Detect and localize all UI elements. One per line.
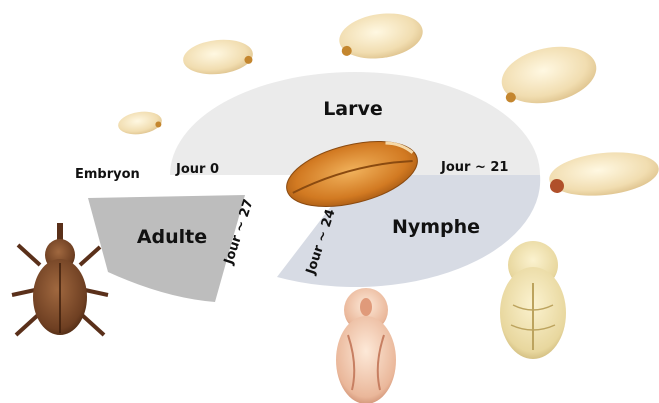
day-21-label: Jour ~ 21 bbox=[440, 160, 508, 175]
nymphe-label: Nymphe bbox=[392, 216, 480, 238]
larva-4-icon bbox=[496, 39, 601, 112]
larva-2-icon bbox=[181, 36, 254, 77]
larva-5-icon bbox=[547, 147, 659, 200]
larve-label: Larve bbox=[323, 98, 383, 120]
embryon-label: Embryon bbox=[75, 167, 140, 182]
larva-1-icon bbox=[117, 109, 164, 137]
pupa-back-icon bbox=[500, 241, 566, 359]
adulte-sector bbox=[88, 195, 245, 302]
larva-3-icon bbox=[336, 8, 425, 63]
pupa-front-icon bbox=[336, 288, 396, 403]
day-0-label: Jour 0 bbox=[175, 162, 219, 177]
adulte-label: Adulte bbox=[137, 226, 207, 248]
weevil-adult-icon bbox=[12, 223, 108, 335]
